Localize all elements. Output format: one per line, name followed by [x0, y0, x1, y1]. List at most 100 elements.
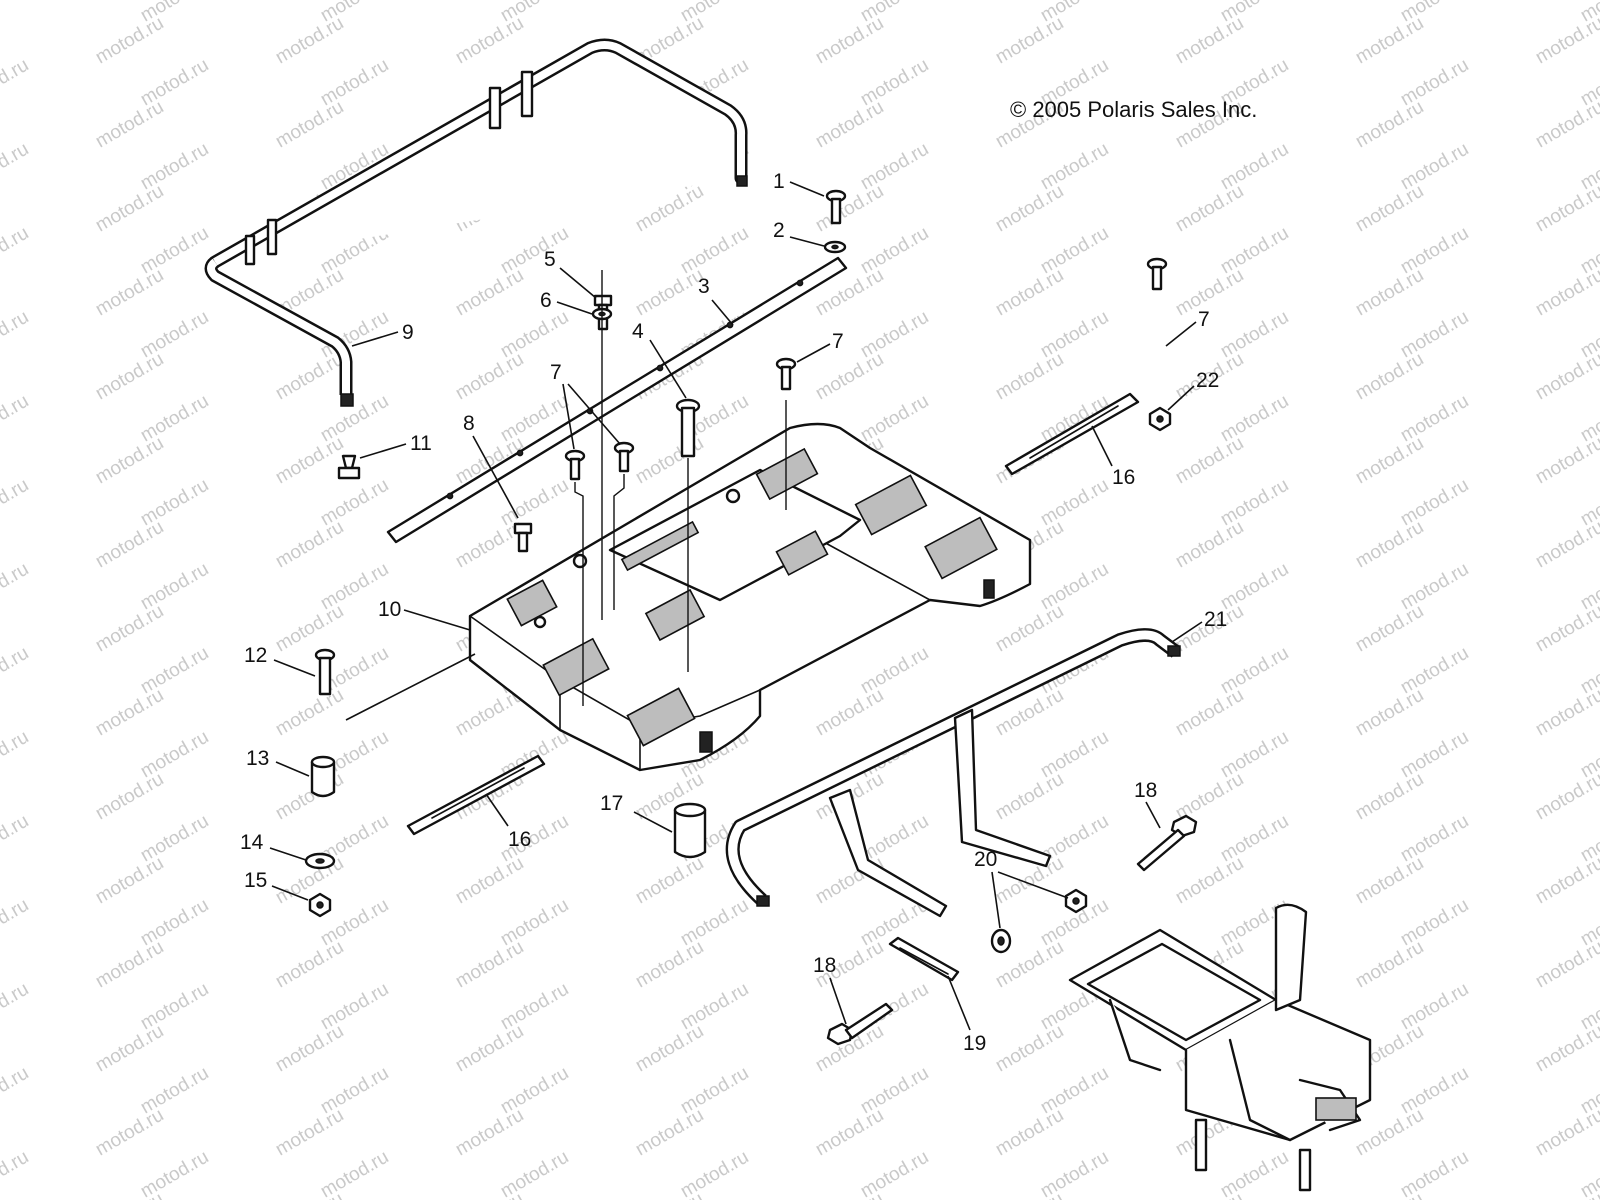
bolt-8[interactable] [513, 522, 533, 553]
watermark-text: motod.ru [1172, 433, 1247, 489]
rail-strip-16a[interactable] [1004, 392, 1140, 476]
screw-1[interactable] [825, 189, 847, 225]
watermark-text: motod.ru [497, 1147, 572, 1200]
callout-21: 21 [1204, 608, 1227, 631]
watermark-text: motod.ru [1352, 13, 1427, 69]
callout-16b: 16 [508, 828, 531, 851]
rack-support[interactable] [725, 628, 1181, 918]
bolt-18b[interactable] [826, 1002, 894, 1046]
watermark-text: motod.ru [992, 769, 1067, 825]
spacer-17[interactable] [673, 802, 707, 859]
callout-20: 20 [974, 848, 997, 871]
watermark-text: motod.ru [272, 97, 347, 153]
watermark-text: motod.ru [632, 1189, 707, 1200]
watermark-text: motod.ru [0, 0, 32, 26]
watermark-text: motod.ru [92, 13, 167, 69]
bolt-4[interactable] [675, 398, 701, 458]
washer-14[interactable] [304, 852, 336, 870]
watermark-text: motod.ru [1172, 1189, 1247, 1200]
watermark-text: motod.ru [0, 979, 32, 1035]
bolt-12[interactable] [314, 648, 336, 696]
watermark-text: motod.ru [92, 517, 167, 573]
screw-7b[interactable] [1146, 257, 1168, 291]
nut-20[interactable] [990, 888, 1088, 954]
watermark-text: motod.ru [1352, 937, 1427, 993]
callout-13: 13 [246, 747, 269, 770]
watermark-text: motod.ru [1172, 517, 1247, 573]
callout-4: 4 [632, 320, 644, 343]
leader-6 [556, 301, 593, 315]
watermark-text: motod.ru [632, 433, 707, 489]
leader-17 [633, 811, 673, 833]
watermark-text: motod.ru [1352, 601, 1427, 657]
callout-16a: 16 [1112, 466, 1135, 489]
watermark-text: motod.ru [992, 1021, 1067, 1077]
watermark-text: motod.ru [92, 181, 167, 237]
watermark-text: motod.ru [1172, 13, 1247, 69]
watermark-text: motod.ru [1532, 1105, 1600, 1161]
screw-7a[interactable] [775, 357, 797, 391]
spacer-13[interactable] [310, 755, 336, 798]
leader-12 [273, 659, 316, 677]
callout-3: 3 [698, 275, 710, 298]
watermark-text: motod.ru [0, 727, 32, 783]
leader-14 [269, 847, 307, 861]
watermark-text: motod.ru [1532, 265, 1600, 321]
callout-6: 6 [540, 289, 552, 312]
watermark-text: motod.ru [272, 433, 347, 489]
washer-2[interactable] [823, 240, 847, 254]
watermark-text: motod.ru [1532, 1021, 1600, 1077]
leader-13 [275, 761, 310, 777]
screw-7c[interactable] [564, 449, 586, 481]
watermark-text: motod.ru [0, 811, 32, 867]
watermark-text: motod.ru [1352, 349, 1427, 405]
watermark-text: motod.ru [812, 685, 887, 741]
watermark-text: motod.ru [1172, 181, 1247, 237]
watermark-text: motod.ru [0, 1063, 32, 1119]
watermark-text: motod.ru [1397, 1147, 1472, 1200]
callout-15: 15 [244, 869, 267, 892]
rail-strip-16b[interactable] [406, 754, 546, 836]
leader-7c [562, 383, 575, 450]
screw-7d[interactable] [613, 441, 635, 473]
leader-7d [567, 383, 621, 445]
leader-9 [351, 331, 399, 347]
callout-2: 2 [773, 219, 785, 242]
leader-15 [271, 885, 309, 901]
watermark-text: motod.ru [1352, 1105, 1427, 1161]
watermark-text: motod.ru [92, 937, 167, 993]
watermark-text: motod.ru [92, 769, 167, 825]
watermark-text: motod.ru [272, 1105, 347, 1161]
watermark-text: motod.ru [0, 55, 32, 111]
leader-20b [991, 871, 1001, 929]
rear-rack[interactable] [468, 422, 1032, 772]
watermark-text: motod.ru [92, 1105, 167, 1161]
watermark-text: motod.ru [1172, 265, 1247, 321]
watermark-text: motod.ru [272, 1021, 347, 1077]
callout-11: 10 [378, 598, 401, 621]
rear-rack-rail[interactable] [204, 38, 748, 407]
plate-19[interactable] [888, 936, 960, 982]
callout-12: 12 [244, 644, 267, 667]
watermark-text: motod.ru [272, 601, 347, 657]
callout-10: 11 [410, 432, 432, 455]
watermark-text: motod.ru [92, 1021, 167, 1077]
watermark-text: motod.ru [272, 517, 347, 573]
leader-16b [485, 793, 509, 827]
nut-22[interactable] [1148, 406, 1172, 432]
watermark-text: motod.ru [0, 895, 32, 951]
watermark-text: motod.ru [452, 265, 527, 321]
watermark-text: motod.ru [1532, 685, 1600, 741]
bolt-18a[interactable] [1136, 814, 1198, 872]
callout-7b: 7 [1198, 308, 1210, 331]
watermark-text: motod.ru [452, 349, 527, 405]
watermark-text: motod.ru [812, 1105, 887, 1161]
nut-15[interactable] [308, 892, 332, 918]
watermark-text: motod.ru [1532, 97, 1600, 153]
watermark-text: motod.ru [812, 13, 887, 69]
push-rivet-10[interactable] [337, 454, 361, 480]
callout-22: 22 [1196, 369, 1219, 392]
callout-7c: 7 [550, 361, 562, 384]
watermark-text: motod.ru [632, 1021, 707, 1077]
watermark-text: motod.ru [992, 349, 1067, 405]
